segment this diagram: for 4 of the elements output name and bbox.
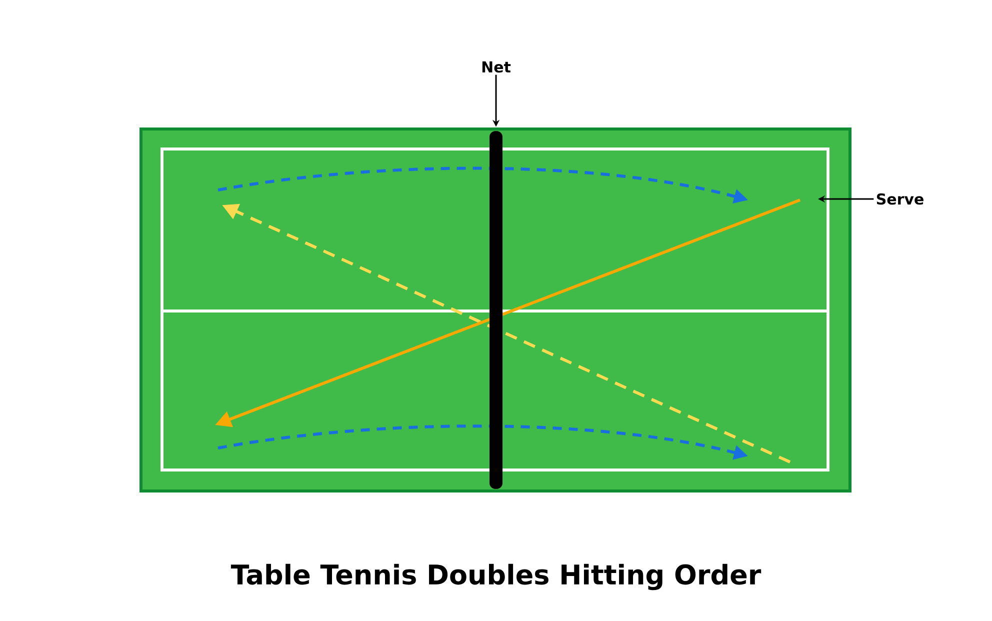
caption: Table Tennis Doubles Hitting Order [230, 564, 762, 590]
label-text: Net [482, 61, 511, 73]
label-text: Serve [876, 193, 924, 205]
net-bar [490, 131, 502, 489]
